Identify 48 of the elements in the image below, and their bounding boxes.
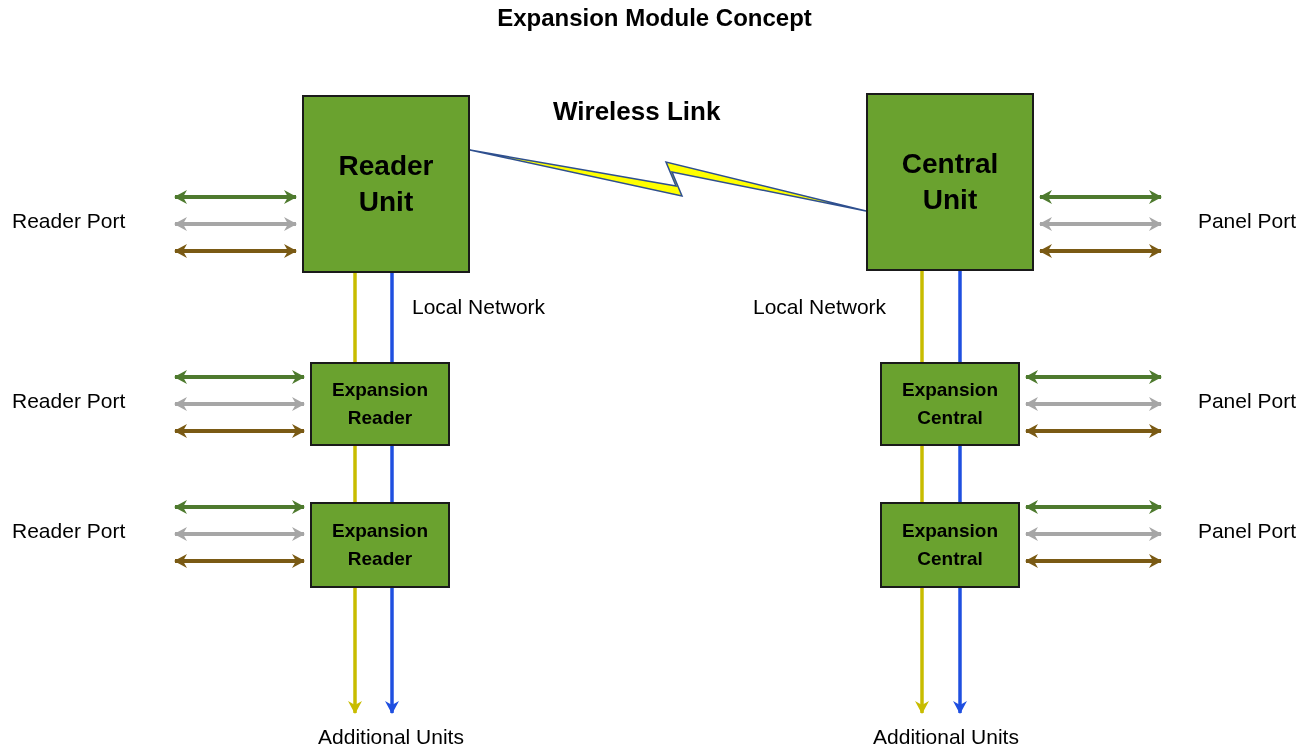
double-arrow (1025, 370, 1162, 384)
double-arrow (174, 527, 305, 541)
port-label: Panel Port (1164, 516, 1296, 546)
unit-box: Expansion Reader (310, 502, 450, 588)
network-line (353, 273, 357, 362)
network-line (390, 273, 394, 362)
double-arrow (1025, 397, 1162, 411)
unit-box: Central Unit (866, 93, 1034, 271)
port-label: Reader Port (12, 206, 172, 236)
port-label: Reader Port (12, 516, 172, 546)
port-label: Reader Port (12, 386, 172, 416)
double-arrow (174, 244, 297, 258)
double-arrow (174, 370, 305, 384)
unit-box: Expansion Central (880, 362, 1020, 446)
unit-box: Expansion Reader (310, 362, 450, 446)
unit-box: Expansion Central (880, 502, 1020, 588)
network-line (353, 446, 357, 502)
diagram-title: Expansion Module Concept (496, 4, 813, 32)
double-arrow (1025, 424, 1162, 438)
double-arrow (1039, 190, 1162, 204)
arrow (953, 588, 967, 714)
arrow (915, 588, 929, 714)
units-label: Additional Units (855, 713, 1037, 749)
port-label: Panel Port (1164, 386, 1296, 416)
units-label: Additional Units (300, 713, 482, 749)
arrow (348, 588, 362, 714)
double-arrow (174, 217, 297, 231)
double-arrow (174, 397, 305, 411)
network-line (958, 446, 962, 502)
double-arrow (174, 554, 305, 568)
arrow (385, 588, 399, 714)
double-arrow (174, 424, 305, 438)
double-arrow (174, 500, 305, 514)
network-line (920, 446, 924, 502)
double-arrow (1025, 527, 1162, 541)
double-arrow (174, 190, 297, 204)
network-line (920, 271, 924, 362)
port-label: Panel Port (1164, 206, 1296, 236)
network-line (390, 446, 394, 502)
unit-box: Reader Unit (302, 95, 470, 273)
network-line (958, 271, 962, 362)
double-arrow (1039, 217, 1162, 231)
double-arrow (1039, 244, 1162, 258)
double-arrow (1025, 554, 1162, 568)
network-label: Local Network (753, 295, 887, 319)
lightning-link (469, 149, 867, 212)
network-label: Local Network (412, 295, 546, 319)
double-arrow (1025, 500, 1162, 514)
